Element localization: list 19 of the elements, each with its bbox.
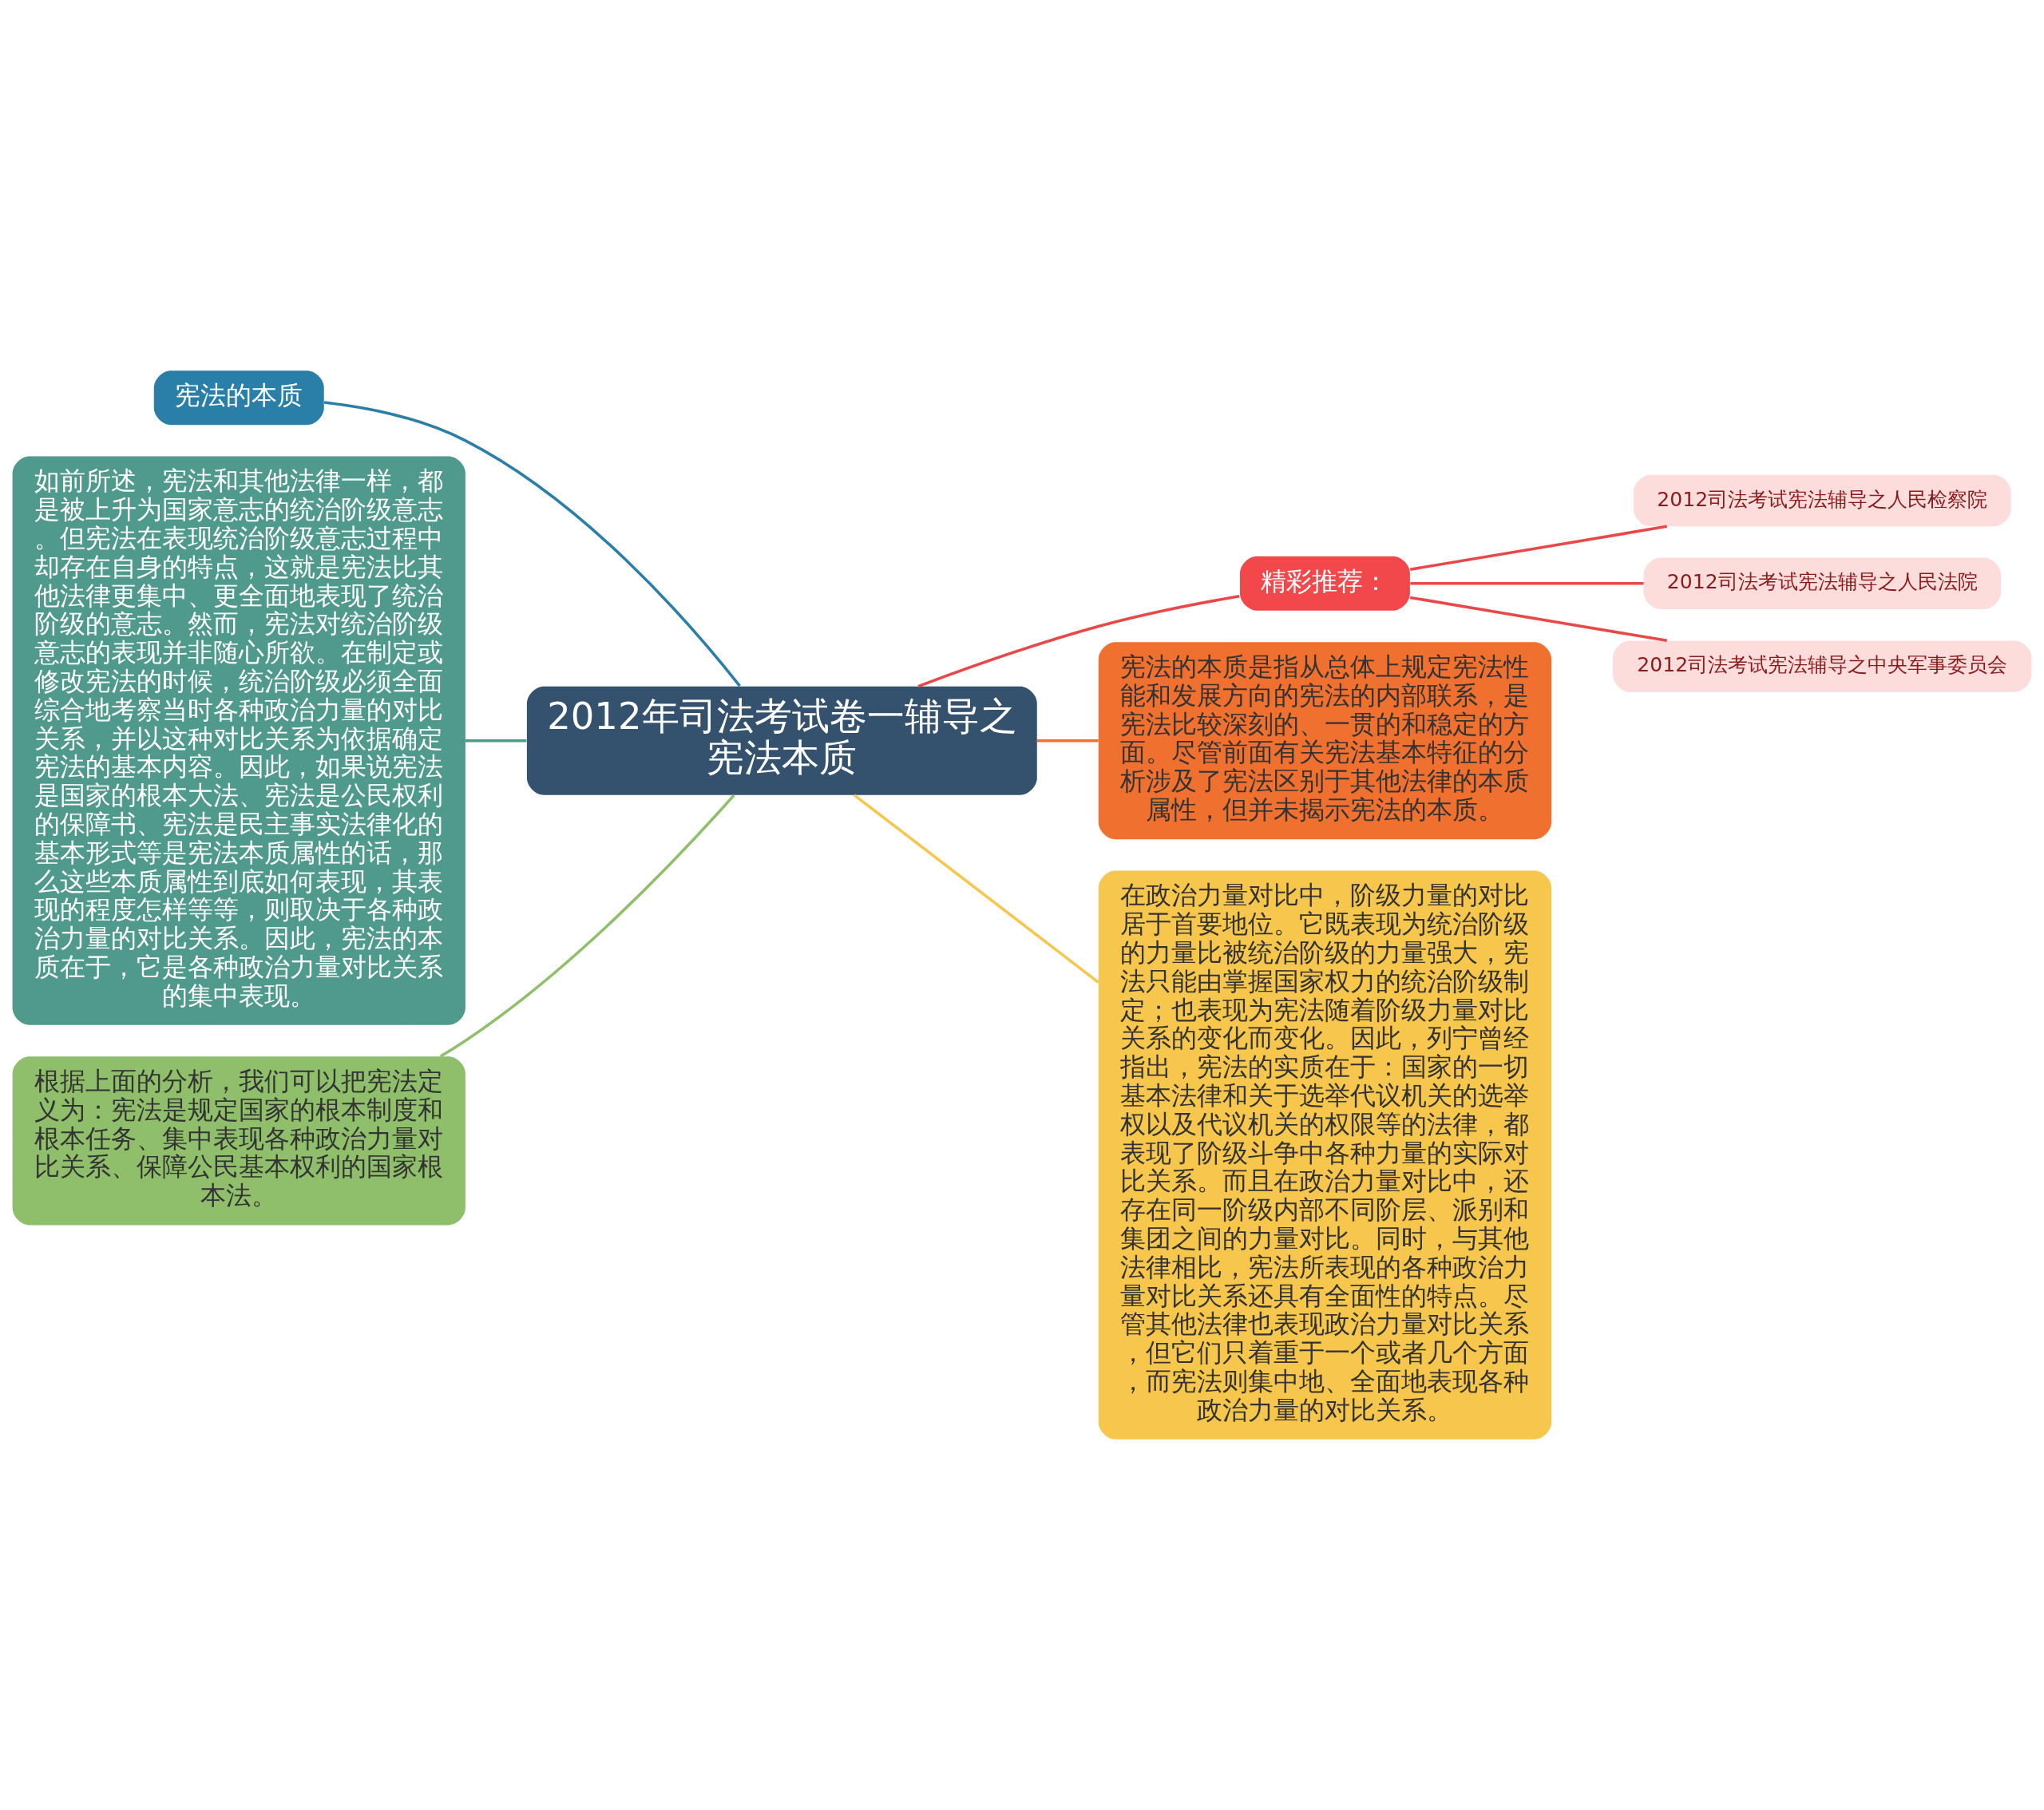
connector — [917, 595, 1240, 688]
node-box: 根据上面的分析，我们可以把宪法定义为：宪法是规定国家的根本制度和根本任务、集中表现各种政治力量对比关系、保障公民基本权利的国家根本法。 — [12, 1056, 465, 1226]
connector — [1409, 596, 1667, 643]
connector — [323, 401, 741, 687]
connector — [1410, 582, 1644, 585]
connector — [1037, 739, 1099, 743]
node-box: 2012年司法考试卷一辅导之宪法本质 — [526, 686, 1037, 795]
connector — [1409, 525, 1667, 571]
node-box: 在政治力量对比中，阶级力量的对比居于首要地位。它既表现为统治阶级的力量比被统治阶级的力量强大，宪法只能由掌握国家权力的统治阶级制定；也表现为宪法随着阶级力量对比关系的变化而变化。因此，列宁曾经指出，宪法的实质在于：国家的一切基本法律和关于选举代议机关的选举权以及代议机关的权限等的法律，都表现了阶级斗争中各种力量的实际对比关系。而且在政治力量对比中，还存在同一阶级内部不同阶层、派别和集团之间的力量对比。同时，与其他法律相比，宪法所表现的各种政治力量对比关系还具有全面性的特点。尽管其他法律也表现政治力量对比关系，但它们只着重于一个或者几个方面，而宪法则集中地、全面地表现各种政治力量的对比关系。 — [1098, 870, 1552, 1440]
node-box: 精彩推荐： — [1239, 556, 1410, 611]
node-box: 2012司法考试宪法辅导之中央军事委员会 — [1613, 640, 2032, 692]
node-box: 如前所述，宪法和其他法律一样，都是被上升为国家意志的统治阶级意志。但宪法在表现统治阶级意志过程中却存在自身的特点，这就是宪法比其他法律更集中、更全面地表现了统治阶级的意志。然而，宪法对统治阶级意志的表现并非随心所欲。在制定或修改宪法的时候，统治阶级必须全面综合地考察当时各种政治力量的对比关系，并以这种对比关系为依据确定宪法的基本内容。因此，如果说宪法是国家的根本大法、宪法是公民权利的保障书、宪法是民主事实法律化的基本形式等是宪法本质属性的话，那么这些本质属性到底如何表现，其表现的程度怎样等等，则取决于各种政治力量的对比关系。因此，宪法的本质在于，它是各种政治力量对比关系的集中表现。 — [12, 456, 465, 1025]
node-box: 2012司法考试宪法辅导之人民检察院 — [1634, 474, 2011, 527]
connector — [854, 794, 1099, 984]
node-box: 宪法的本质 — [153, 370, 324, 426]
node-box: 2012司法考试宪法辅导之人民法院 — [1643, 557, 2001, 610]
connector — [439, 794, 735, 1058]
connector — [465, 739, 527, 743]
node-box: 宪法的本质是指从总体上规定宪法性能和发展方向的宪法的内部联系，是宪法比较深刻的、一贯的和稳定的方面。尽管前面有关宪法基本特征的分析涉及了宪法区别于其他法律的本质属性，但并未揭示宪法的本质。 — [1098, 642, 1552, 840]
